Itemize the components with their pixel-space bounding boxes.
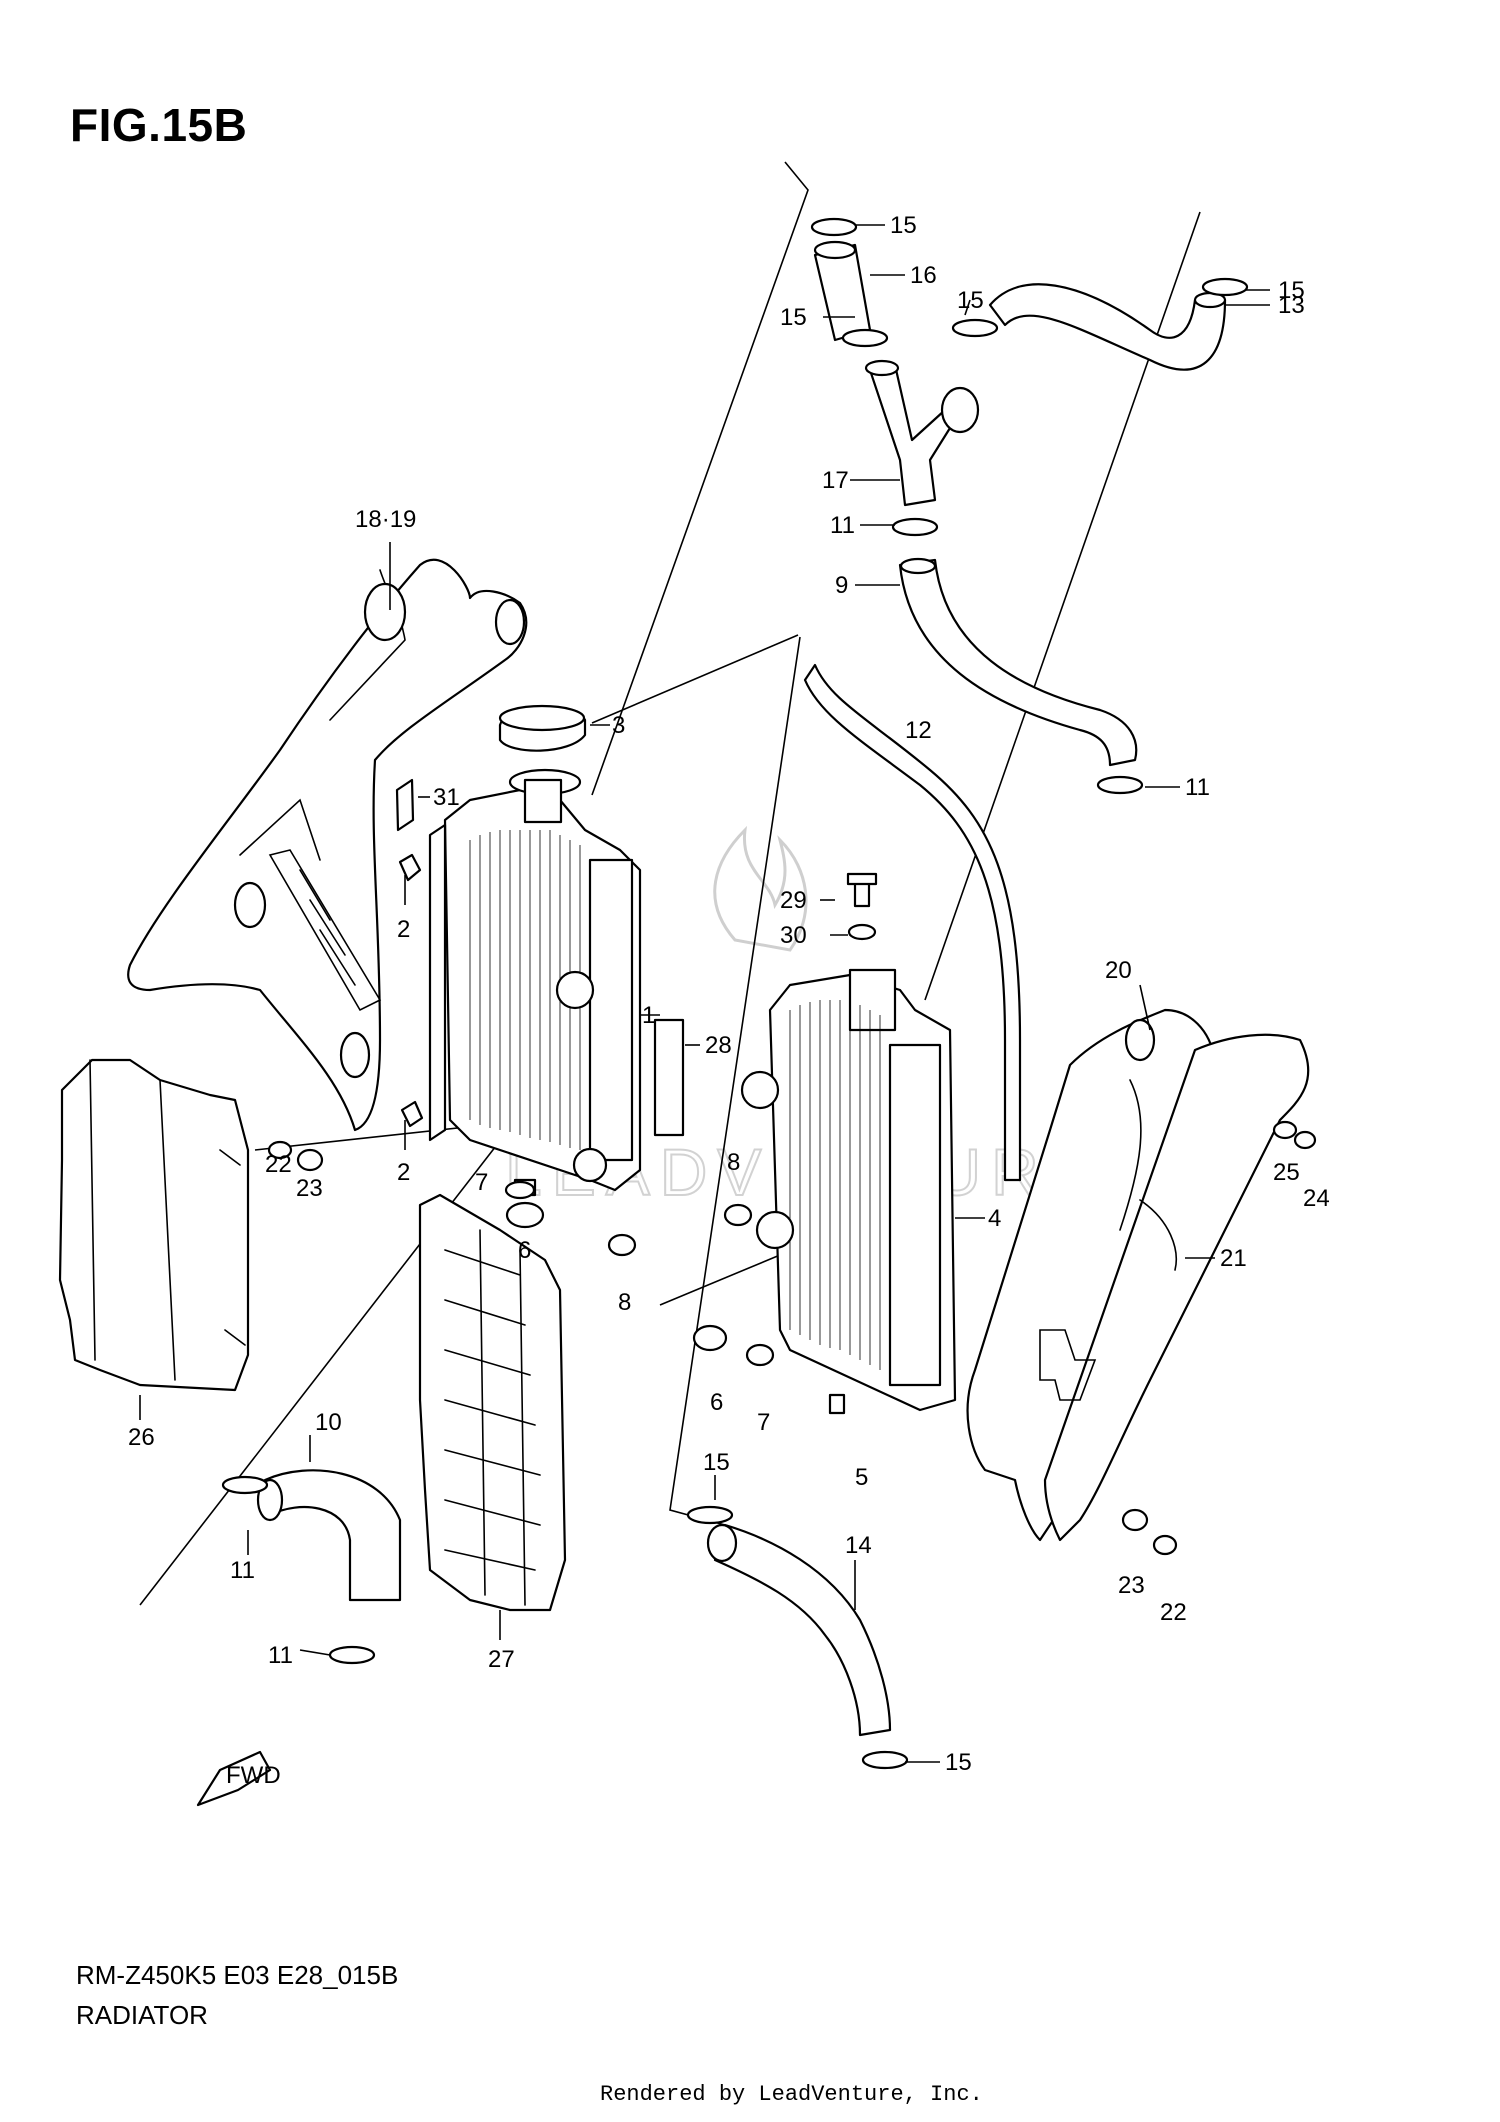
callout-15: 15 [703,1449,730,1476]
callout-18-19: 18·19 [355,506,416,533]
callout-15: 15 [957,287,984,314]
callout-7: 7 [757,1409,770,1436]
callout-25: 25 [1273,1159,1300,1186]
radiator-left [428,768,642,1192]
bolt-part-29 [846,872,878,908]
callout-21: 21 [1220,1245,1247,1272]
callout-28: 28 [705,1032,732,1059]
radiator-shroud-right [966,1008,1310,1542]
callout-4: 4 [988,1205,1001,1232]
callout-23: 23 [296,1175,323,1202]
diagram-caption: RADIATOR [76,2000,208,2030]
callout-11: 11 [268,1642,293,1669]
callout-6: 6 [518,1237,531,1264]
callout-labels: 15 16 15 15 15 13 17 11 9 11 12 18·19 31… [128,212,1330,1776]
hose-part-9 [898,557,1138,767]
hose-part-12 [803,663,1022,1182]
callout-15: 15 [1278,277,1305,304]
callout-22: 22 [265,1151,292,1178]
callout-23: 23 [1118,1572,1145,1599]
label-part-28 [653,1018,685,1137]
callout-14: 14 [845,1532,872,1559]
callout-7: 7 [475,1169,488,1196]
radiator-guard-27 [418,1193,567,1612]
radiator-cap [498,704,587,752]
radiator-shroud-left [127,558,528,1132]
callout-11: 11 [1185,774,1210,801]
hose-part-13 [988,283,1227,371]
callout-15: 15 [780,304,807,331]
callout-17: 17 [822,467,849,494]
radiator-right [740,968,957,1412]
callout-9: 9 [835,572,848,599]
hose-part-10 [256,1469,402,1602]
callout-27: 27 [488,1646,515,1673]
hose-part-14 [706,1523,892,1737]
callout-11: 11 [830,512,855,539]
callout-20: 20 [1105,957,1132,984]
fwd-label: FWD [226,1762,281,1789]
callout-30: 30 [780,922,807,949]
hose-part-16 [813,240,872,342]
callout-6: 6 [710,1389,723,1416]
callout-8: 8 [727,1149,740,1176]
clip-part-2 [398,853,424,1128]
callout-10: 10 [315,1409,342,1436]
callout-31: 31 [433,784,460,811]
callout-15: 15 [890,212,917,239]
callout-1: 1 [642,1002,655,1029]
washer-part-30 [847,923,877,941]
figure-title: FIG.15B [70,99,248,151]
hose-clamps [221,217,1249,1770]
callout-5: 5 [855,1464,868,1491]
callout-11: 11 [230,1557,255,1584]
render-credit: Rendered by LeadVenture, Inc. [600,2082,983,2107]
callout-15: 15 [945,1749,972,1776]
callout-29: 29 [780,887,807,914]
callout-leaders [139,224,1270,1763]
forward-direction-arrow: FWD [196,1750,281,1807]
grommets-and-bolts [267,1120,1317,1556]
callout-16: 16 [910,262,937,289]
callout-3: 3 [612,712,625,739]
side-cover-26 [58,1058,250,1392]
hose-part-17 [864,359,980,507]
callout-22: 22 [1160,1599,1187,1626]
callout-26: 26 [128,1424,155,1451]
callout-12: 12 [905,717,932,744]
callout-13: 13 [1278,292,1305,319]
callout-2: 2 [397,1159,410,1186]
model-code: RM-Z450K5 E03 E28_015B [76,1960,399,1990]
callout-2: 2 [397,916,410,943]
callout-8: 8 [618,1289,631,1316]
callout-24: 24 [1303,1185,1330,1212]
clip-part-31 [395,778,415,832]
